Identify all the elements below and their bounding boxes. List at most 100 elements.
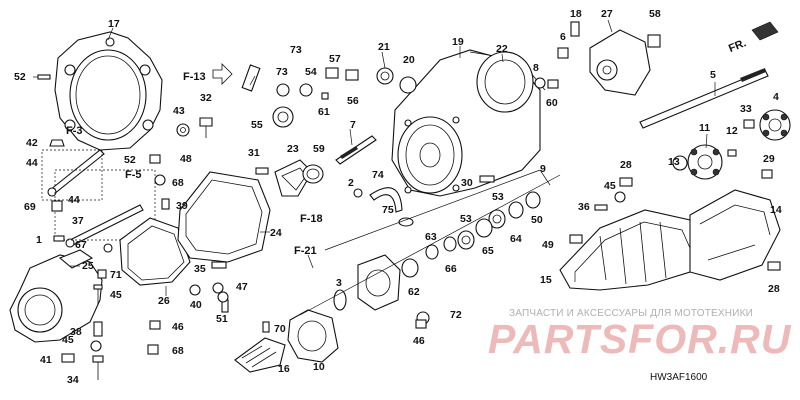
part-8-washer — [534, 77, 546, 89]
part-53-bearing — [488, 209, 506, 229]
ref-F-3: F-3 — [66, 125, 83, 137]
callout-49: 49 — [542, 239, 554, 251]
part-57-nut — [325, 67, 339, 79]
part-47-washer — [212, 282, 224, 294]
callout-63: 63 — [425, 231, 437, 243]
callout-20: 20 — [403, 54, 415, 66]
callout-26: 26 — [158, 295, 170, 307]
callout-9: 9 — [540, 163, 546, 175]
part-40-nut — [189, 284, 201, 296]
callout-72: 72 — [450, 309, 462, 321]
part-61-nut — [321, 92, 329, 100]
part-74-hose — [369, 187, 403, 213]
callout-47: 47 — [236, 281, 248, 293]
callout-8: 8 — [533, 62, 539, 74]
callout-4: 4 — [773, 91, 779, 103]
svg-text:F-21: F-21 — [294, 245, 317, 257]
callout-41: 41 — [40, 354, 52, 366]
part-24-intake-duct — [177, 171, 271, 263]
part-10-cover — [287, 309, 339, 363]
callout-21: 21 — [378, 41, 390, 53]
callout-3: 3 — [336, 277, 342, 289]
callout-37: 37 — [72, 215, 84, 227]
part-2-clamp-top — [353, 188, 363, 198]
callout-57: 57 — [329, 53, 341, 65]
leader-lines — [33, 19, 716, 296]
callout-28-top: 28 — [620, 159, 632, 171]
svg-text:F-18: F-18 — [300, 213, 323, 225]
ref-F-13: F-13 — [183, 63, 233, 85]
part-31-bolt — [255, 167, 269, 175]
part-45-washer-right — [614, 191, 626, 203]
callout-54: 54 — [305, 66, 317, 78]
callout-12: 12 — [726, 125, 738, 137]
part-28-bolt-top — [619, 177, 633, 187]
callout-22: 22 — [496, 43, 508, 55]
part-28-bolt-bottom — [767, 261, 781, 271]
callout-69: 69 — [24, 201, 36, 213]
callout-numbers: 1 2 3 4 5 6 7 8 9 10 11 12 13 14 15 16 1… — [14, 8, 782, 386]
callout-14: 14 — [770, 204, 782, 216]
callout-40: 40 — [190, 299, 202, 311]
callout-30: 30 — [461, 177, 473, 189]
callout-16: 16 — [278, 363, 290, 375]
callout-31: 31 — [248, 147, 260, 159]
callout-17: 17 — [108, 18, 120, 30]
callout-71: 71 — [110, 269, 122, 281]
reference-lines — [299, 169, 561, 316]
ref-F-5: F-5 — [125, 169, 142, 181]
part-23-bracket — [274, 159, 313, 197]
part-55-bearing — [272, 106, 294, 128]
part-4-coupler — [759, 109, 791, 141]
part-13-damper — [672, 155, 688, 171]
part-56-nut — [345, 69, 359, 81]
part-33-nut — [743, 119, 755, 129]
callout-53-b: 53 — [460, 213, 472, 225]
ref-F-21: F-21 — [294, 245, 317, 257]
part-53-bearing-2 — [457, 230, 475, 250]
callout-52-top: 52 — [14, 71, 26, 83]
part-26-cover-plate — [119, 217, 191, 286]
part-35-bolt — [211, 261, 227, 269]
callout-66: 66 — [445, 263, 457, 275]
part-18-bolt — [570, 21, 580, 37]
callout-42: 42 — [26, 137, 38, 149]
callout-73-mid: 73 — [276, 66, 288, 78]
callout-46-left: 46 — [172, 321, 184, 333]
part-1-bolt — [53, 235, 65, 242]
callout-5: 5 — [710, 69, 716, 81]
linkage-rod-assembly — [41, 149, 156, 248]
part-39-bolt — [161, 198, 170, 210]
callout-2: 2 — [348, 177, 354, 189]
callout-53-a: 53 — [492, 191, 504, 203]
callout-67: 67 — [75, 239, 87, 251]
part-65-bearing — [475, 218, 493, 238]
part-22-liner — [476, 51, 534, 113]
part-50-seal — [525, 191, 541, 209]
part-59-o-ring — [302, 164, 324, 184]
part-27-reverse-bucket — [589, 29, 651, 96]
part-73-grommet-top — [241, 64, 261, 92]
ref-F-18: F-18 — [300, 213, 323, 225]
part-66-spacer — [443, 236, 457, 252]
callout-48: 48 — [180, 153, 192, 165]
part-16-cone-cap — [234, 337, 286, 373]
part-12-bolt — [727, 149, 737, 157]
part-62-nut — [401, 258, 419, 278]
part-36-bolt — [594, 204, 608, 211]
callout-50: 50 — [531, 214, 543, 226]
callout-10: 10 — [313, 361, 325, 373]
part-58-nut — [647, 34, 661, 48]
callout-58: 58 — [649, 8, 661, 20]
callout-35: 35 — [194, 263, 206, 275]
front-direction-arrow: FR. — [727, 21, 779, 55]
part-46-nut-mid — [415, 319, 427, 329]
callout-23: 23 — [287, 143, 299, 155]
callout-75: 75 — [382, 204, 394, 216]
callout-15: 15 — [540, 274, 552, 286]
part-6-collar — [557, 47, 569, 59]
part-73-grommet-2 — [276, 83, 290, 97]
callout-74: 74 — [372, 169, 384, 181]
callout-62: 62 — [408, 286, 420, 298]
svg-text:F-13: F-13 — [183, 71, 206, 83]
